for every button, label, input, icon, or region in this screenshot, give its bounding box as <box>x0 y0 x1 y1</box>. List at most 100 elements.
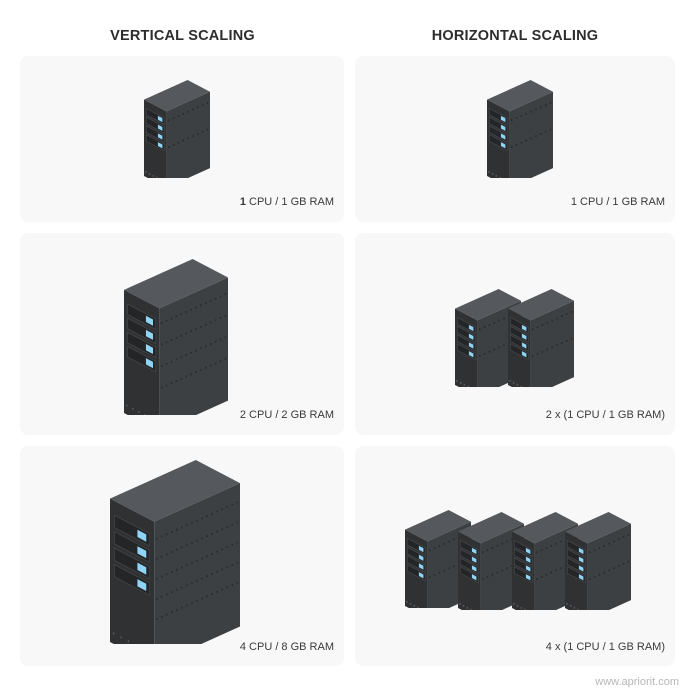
vent-dot <box>443 542 445 545</box>
server-holder <box>508 289 574 397</box>
vent-dot <box>206 575 208 578</box>
vent-dot <box>598 573 601 576</box>
vent-dot <box>181 606 183 609</box>
vent-dot <box>205 302 207 305</box>
vent-dot <box>540 106 542 109</box>
vent-dot <box>190 351 192 354</box>
base-vent <box>112 632 115 635</box>
server-tower-icon <box>124 259 228 432</box>
server-top <box>124 259 228 309</box>
vent-dot <box>221 508 223 511</box>
vent-dot <box>191 521 193 524</box>
vent-dot <box>206 128 209 131</box>
vent-dot <box>570 337 573 340</box>
vent-dot <box>160 615 163 618</box>
vent-dot <box>525 139 527 142</box>
vent-dot <box>622 536 625 538</box>
base-vent <box>569 604 572 607</box>
vent-dot <box>496 544 498 547</box>
vent-dot <box>593 549 596 552</box>
vent-dot <box>181 566 183 569</box>
server-tower-icon <box>565 512 631 620</box>
vent-dot <box>438 571 441 574</box>
vent-dot <box>226 526 228 528</box>
vent-dot <box>190 330 192 333</box>
base-vent <box>566 602 568 605</box>
vent-dot <box>546 348 548 351</box>
vent-dot <box>498 346 500 349</box>
base-vent <box>148 172 151 175</box>
drive-light <box>500 115 506 123</box>
vent-dot <box>541 350 544 353</box>
vertical-spec-2: 2 CPU / 2 GB RAM <box>240 409 334 421</box>
base-vent <box>456 379 458 382</box>
drive-light <box>137 579 147 592</box>
drive-light <box>468 324 474 332</box>
vent-dot <box>216 550 218 553</box>
base-vent <box>417 606 419 609</box>
vent-dot <box>170 360 173 363</box>
vent-dot <box>166 613 168 616</box>
vent-dot <box>482 578 484 580</box>
vent-dot <box>560 540 562 543</box>
vent-dot <box>429 576 431 578</box>
vent-dot <box>219 295 222 298</box>
vent-dot <box>535 108 537 111</box>
vent-dot <box>551 319 553 322</box>
horizontal-card-1: 1 CPU / 1 GB RAM <box>355 56 675 222</box>
vent-dot <box>550 544 552 547</box>
server-tower-icon <box>110 460 240 666</box>
vent-dot <box>515 144 518 146</box>
vent-dot <box>187 110 189 113</box>
vent-dot <box>216 530 218 533</box>
vent-dot <box>168 119 170 122</box>
base-vent <box>156 176 158 179</box>
horizontal-card-3: 4 x (1 CPU / 1 GB RAM) <box>355 446 675 666</box>
base-vent <box>127 640 130 643</box>
vent-dot <box>544 104 547 106</box>
base-vent <box>513 602 515 605</box>
vent-dot <box>160 555 163 558</box>
vent-dot <box>525 112 527 115</box>
vent-dot <box>231 584 234 586</box>
vent-dot <box>192 135 194 138</box>
vent-dot <box>205 323 207 326</box>
drive-light <box>145 315 153 326</box>
vent-dot <box>530 137 532 140</box>
vertical-scaling-title: VERTICAL SCALING <box>110 28 255 44</box>
vent-dot <box>231 503 234 506</box>
base-vent <box>499 176 501 179</box>
vent-dot <box>618 538 620 541</box>
drive-light <box>471 547 477 555</box>
server-holder <box>565 512 631 620</box>
vent-dot <box>191 562 193 564</box>
server-top <box>455 289 521 321</box>
vent-dot <box>185 354 187 356</box>
vent-dot <box>200 325 202 328</box>
drive-light <box>525 565 531 572</box>
vent-dot <box>511 565 513 567</box>
vent-dot <box>479 328 481 331</box>
vent-dot <box>166 593 168 596</box>
base-vent <box>145 170 147 173</box>
vent-dot <box>544 130 547 133</box>
vent-dot <box>180 377 183 380</box>
base-vent <box>467 385 469 388</box>
vent-dot <box>216 570 218 573</box>
vent-dot <box>186 564 188 567</box>
vent-dot <box>433 547 436 550</box>
server-top <box>512 512 578 544</box>
vent-dot <box>236 521 239 524</box>
vent-dot <box>231 564 234 566</box>
drive-light <box>471 556 477 563</box>
vent-dot <box>195 306 197 309</box>
vent-dot <box>196 579 198 582</box>
vent-dot <box>195 328 197 330</box>
vent-dot <box>211 532 213 535</box>
vent-dot <box>210 300 212 302</box>
vent-dot <box>503 344 505 347</box>
base-vent <box>459 602 461 605</box>
server-side <box>587 523 631 620</box>
vent-dot <box>511 119 513 122</box>
vent-dot <box>541 324 544 326</box>
